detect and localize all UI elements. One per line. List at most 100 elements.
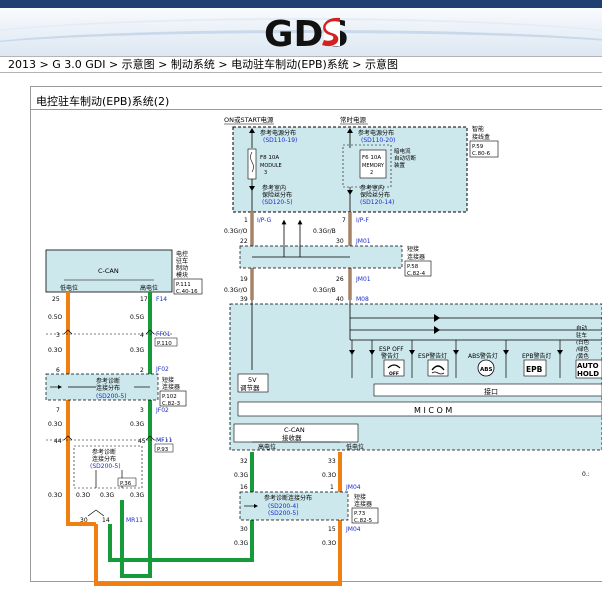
diode-icon bbox=[349, 350, 355, 355]
diag-ref-title: 参考诊断连接分布 bbox=[264, 494, 312, 502]
dark-current-note: 自动切断 bbox=[394, 154, 417, 162]
short-connector-ref: C.82-3 bbox=[162, 401, 181, 407]
fuse-left-icon bbox=[247, 148, 257, 180]
wire-spec: 0.3O bbox=[48, 421, 63, 428]
cluster-can-label: C-CAN bbox=[98, 267, 119, 275]
right-fuse-ref-code: (SD120-14) bbox=[360, 199, 394, 206]
cluster-high-label: 高电位 bbox=[140, 284, 158, 292]
cluster-low-label: 低电位 bbox=[60, 284, 78, 292]
left-fuse-ref-title: 参考室内 bbox=[262, 184, 286, 192]
diagram-title: 电控驻车制动(EPB)系统(2) bbox=[36, 95, 170, 108]
short-connector-ref: C.82-5 bbox=[354, 518, 373, 524]
connector-id: JF02 bbox=[155, 407, 169, 414]
connector-id: MR11 bbox=[126, 517, 143, 524]
connector-id: I/P-F bbox=[356, 217, 369, 224]
micom-label: M I C O M bbox=[414, 406, 452, 415]
short-connector-label: 连接器 bbox=[407, 253, 425, 261]
wire-spec: 0.3Gr/O bbox=[224, 228, 248, 235]
wire-spec: 0.5O bbox=[48, 314, 63, 321]
wire-spec: 0.5G bbox=[130, 314, 145, 321]
diode-icon bbox=[453, 350, 459, 355]
pin-number: 16 bbox=[240, 484, 248, 491]
interface-label: 接口 bbox=[484, 387, 498, 396]
pin-number: 30 bbox=[80, 517, 88, 524]
pin-number: 26 bbox=[336, 276, 344, 283]
header-swoosh bbox=[0, 30, 602, 56]
short-connector-label: 短接 bbox=[354, 493, 366, 501]
diag-ref-title: 参考诊断 bbox=[92, 448, 116, 456]
breadcrumb: 2013 > G 3.0 GDI > 示意图 > 制动系统 > 电动驻车制动(E… bbox=[0, 56, 602, 73]
right-fuse-ref-title: 保险丝分布 bbox=[360, 191, 390, 199]
abs-icon-text: ABS bbox=[480, 367, 492, 373]
pin-number: 17 bbox=[140, 296, 148, 303]
connector-id: FF01 bbox=[156, 331, 171, 338]
left-fuse-ref-code: (SD120-5) bbox=[262, 199, 293, 206]
pin-number: 44 bbox=[54, 438, 62, 445]
wire-spec: 0.3O bbox=[322, 472, 337, 479]
instrument-cluster-module: C-CAN 低电位 高电位 电控 驻车 制动 模块 P.111 C.40-16 bbox=[45, 249, 203, 295]
right-fuse-ref-title: 参考室内 bbox=[360, 184, 384, 192]
pin-number: 45 bbox=[138, 438, 146, 445]
header-swoosh bbox=[0, 18, 602, 56]
pin-number: 7 bbox=[56, 407, 60, 414]
cluster-name: 模块 bbox=[176, 271, 188, 279]
short-connector-label: 连接器 bbox=[354, 500, 372, 508]
junction-box-ref: P.59 bbox=[472, 144, 484, 150]
epb-icon-text: EPB bbox=[526, 365, 543, 374]
pin-number: 7 bbox=[342, 217, 346, 224]
short-connector-label: 连接器 bbox=[162, 383, 180, 391]
fuse-right-icon bbox=[359, 149, 387, 179]
fuse-right-label: MEMORY bbox=[362, 163, 385, 169]
regulator-label: 调节器 bbox=[240, 383, 260, 392]
smart-junction-box: ON或START电源 常时电源 智能 接线盒 P.59 C.80-6 参考电源分… bbox=[224, 115, 499, 224]
connector-id: I/P-G bbox=[257, 217, 272, 224]
diag-ref-code: (SD200-5) bbox=[268, 510, 299, 517]
pin-number: 3 bbox=[140, 407, 144, 414]
connector-id: JM01 bbox=[355, 276, 371, 283]
connector-id: M08 bbox=[356, 296, 369, 303]
short-connector-ref: P.102 bbox=[162, 394, 177, 400]
cluster-panel bbox=[45, 249, 173, 293]
wire-spec: 0.3Gr/B bbox=[313, 228, 336, 235]
epb-icon: EPB bbox=[523, 359, 547, 377]
cluster-name: 驻车 bbox=[176, 257, 188, 265]
short-connector-ref: P.73 bbox=[354, 511, 366, 517]
wire-spec: 0.3O bbox=[76, 492, 91, 499]
pin-number: 6 bbox=[56, 367, 60, 374]
fuse-right-label: 2 bbox=[370, 170, 373, 176]
auto-hold-icon-text: AUTO bbox=[577, 362, 599, 370]
diode-icon bbox=[503, 350, 509, 355]
pin-number: 15 bbox=[328, 526, 336, 533]
wire-spec: 0.3Gr/B bbox=[313, 287, 336, 294]
interface-block bbox=[373, 383, 602, 397]
wire-spec: 0.3O bbox=[322, 540, 337, 547]
gds-logo-s-icon bbox=[322, 17, 340, 47]
wire-spec: 0.3G bbox=[130, 347, 145, 354]
dark-current-note: 装置 bbox=[394, 161, 406, 169]
diode-icon bbox=[369, 350, 375, 355]
wire-spec: 0.3G bbox=[100, 492, 115, 499]
cluster-ref: P.111 bbox=[176, 282, 191, 288]
diode-icon bbox=[409, 350, 415, 355]
esp-lamp-label: ESP警告灯 bbox=[418, 352, 447, 360]
cluster-name: 制动 bbox=[176, 264, 188, 272]
pin-number: 40 bbox=[336, 296, 344, 303]
page-ref: P.36 bbox=[120, 481, 132, 487]
page-header: GDS bbox=[0, 0, 602, 56]
abs-lamp-label: ABS警告灯 bbox=[468, 352, 498, 360]
wire-spec: 0.3G bbox=[130, 421, 145, 428]
can-receiver-label: 接收器 bbox=[282, 433, 302, 442]
diag-ref-code: (SD200-4) bbox=[268, 503, 299, 510]
power-feed-wires: 0.3Gr/O 0.3Gr/B 22 30 JM01 短接 连接器 P.58 C… bbox=[224, 212, 432, 303]
regulator-label: 5V bbox=[248, 376, 257, 384]
fuse-left-label: MODULE bbox=[260, 163, 282, 169]
short-connector-label: 短接 bbox=[407, 245, 419, 253]
cluster-name: 电控 bbox=[176, 250, 188, 258]
connector-id: JM04 bbox=[345, 526, 361, 533]
header-topbar bbox=[0, 0, 602, 8]
dark-current-note: 暗电流 bbox=[394, 147, 411, 155]
connector-id: F14 bbox=[156, 296, 167, 303]
pin-number: 30 bbox=[240, 526, 248, 533]
junction-box-ref: C.80-6 bbox=[472, 151, 491, 157]
